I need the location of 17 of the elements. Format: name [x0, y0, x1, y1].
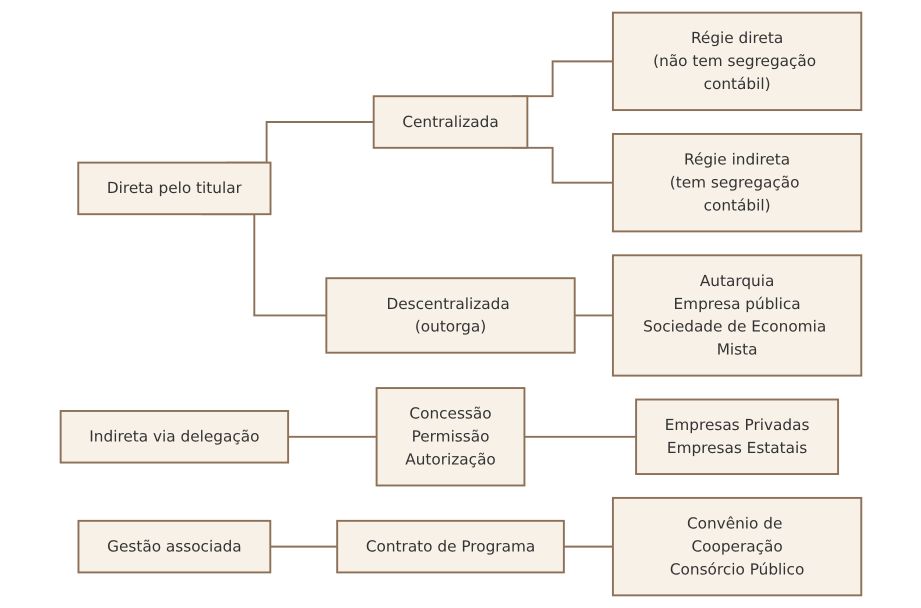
connector [574, 314, 612, 316]
node-box: Descentralizada (outorga) [324, 277, 576, 354]
node-box: Gestão associada [77, 520, 271, 574]
node-box: Autarquia Empresa pública Sociedade de Economia Mista [612, 254, 862, 377]
node-box: Régie indireta (tem segregação contábil) [612, 133, 862, 232]
connector [524, 436, 636, 438]
node-box: Direta pelo titular [76, 162, 271, 216]
node-box: Régie direta (não tem segregação contábil) [612, 12, 862, 112]
node-box: Contrato de Programa [336, 520, 564, 574]
connector [288, 436, 376, 438]
node-box: Convênio de Cooperação Consórcio Público [612, 496, 862, 596]
node-box: Concessão Permissão Autorização [375, 387, 525, 486]
connector [270, 546, 337, 548]
node-box: Indireta via delegação [59, 410, 289, 464]
connector [563, 546, 612, 548]
node-box: Centralizada [372, 95, 528, 149]
node-box: Empresas Privadas Empresas Estatais [634, 398, 839, 475]
